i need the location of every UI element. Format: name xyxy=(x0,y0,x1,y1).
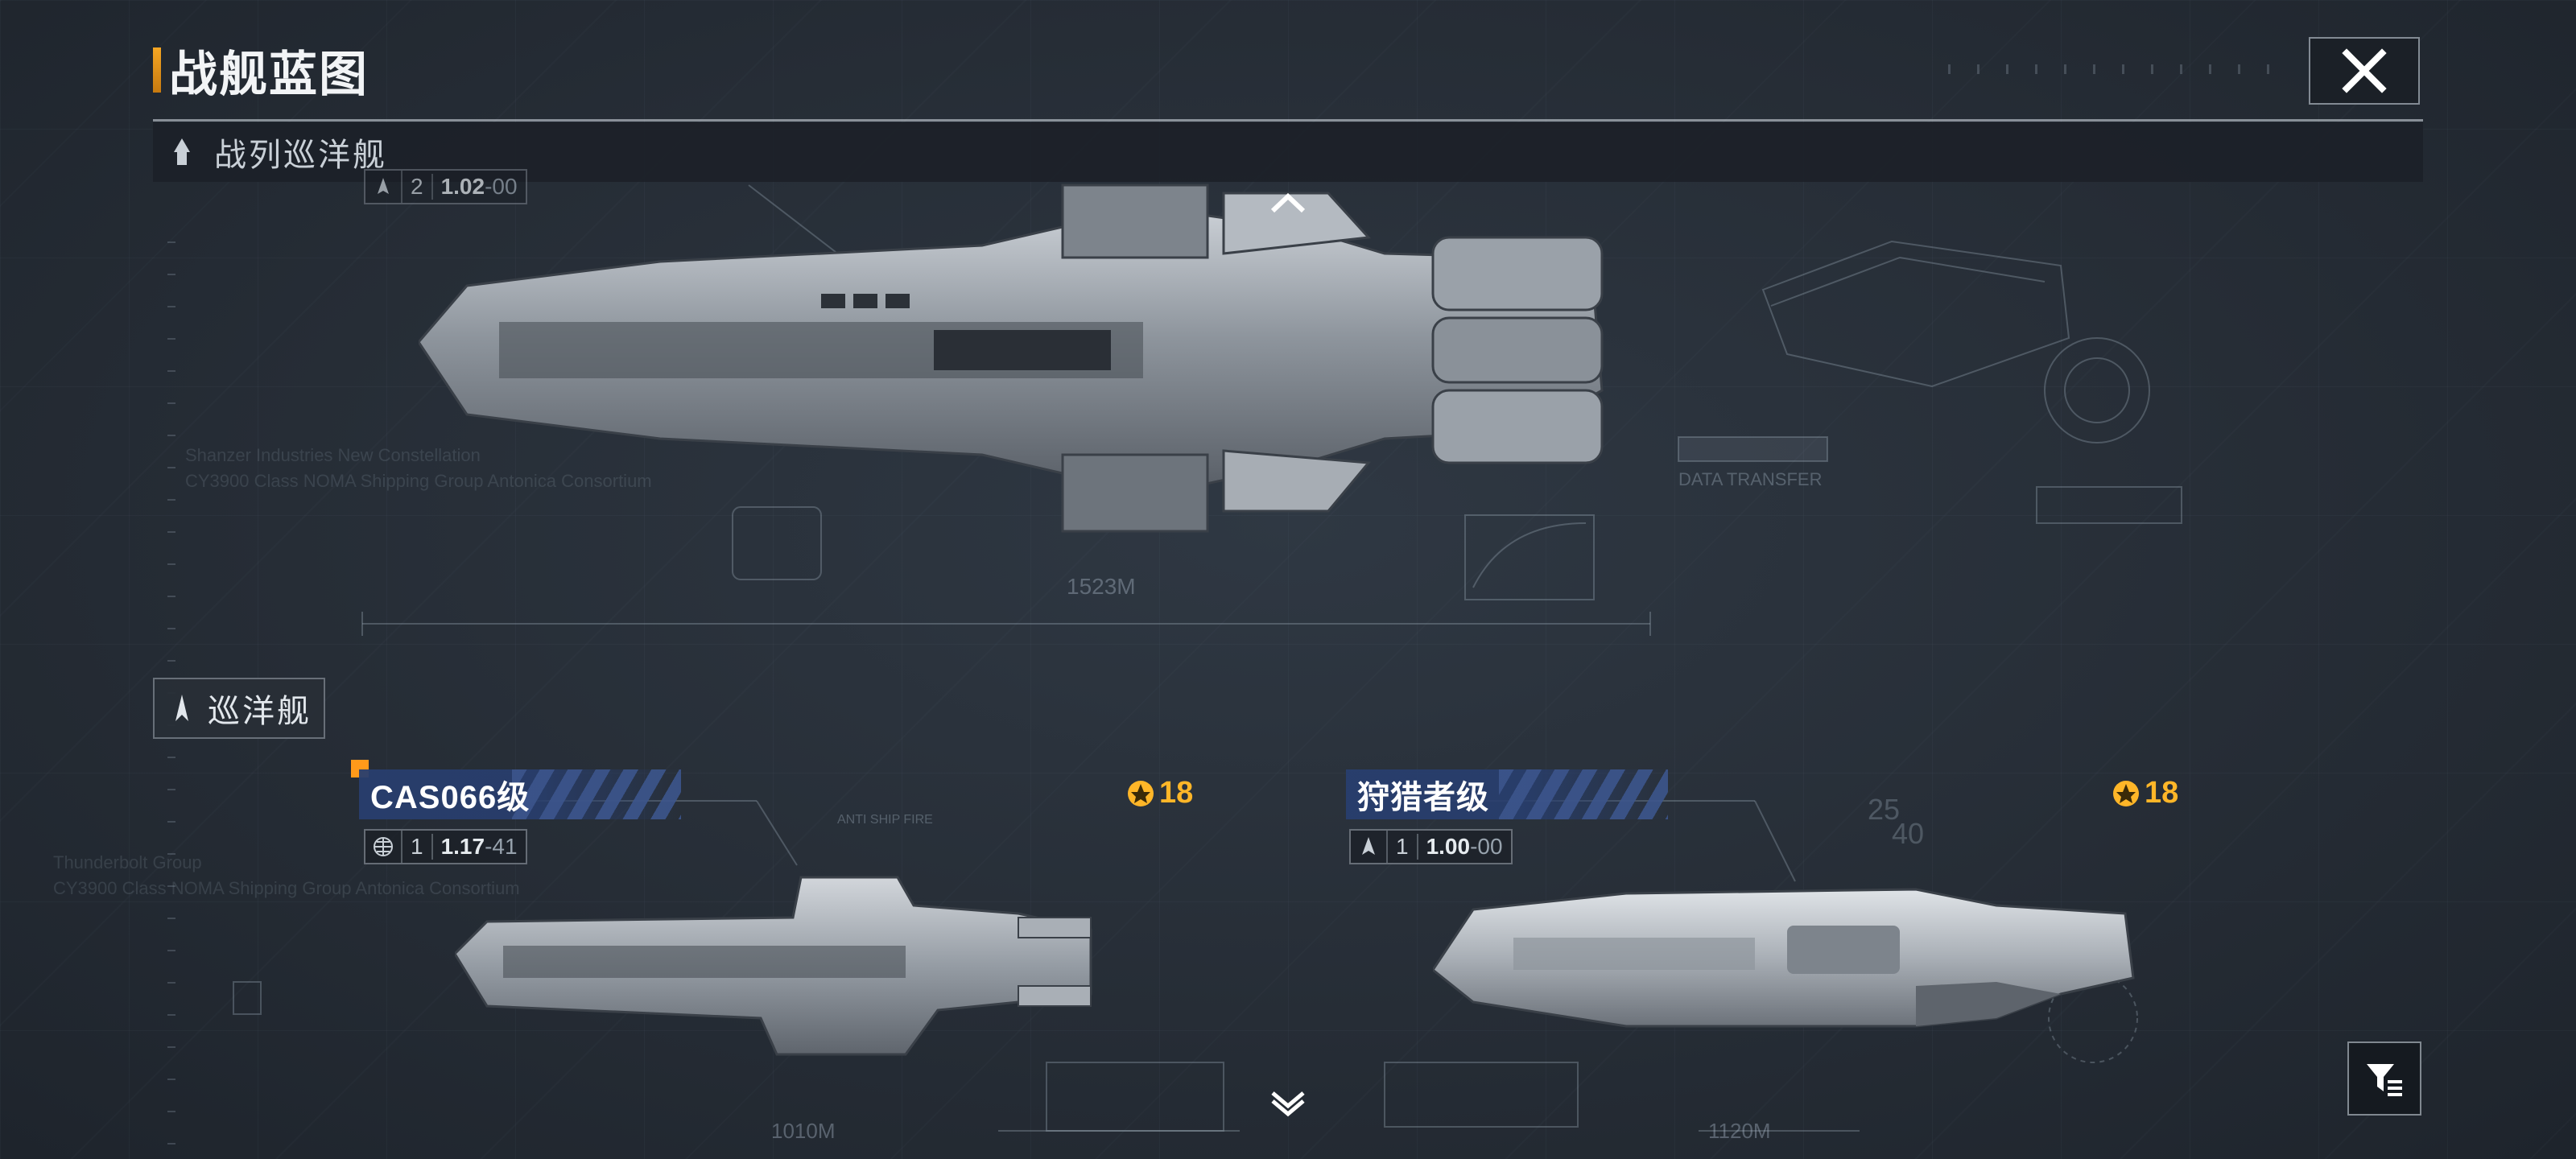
featured-version-major: 1.02 xyxy=(440,174,485,199)
ship-image-hunter[interactable] xyxy=(1433,881,2141,1042)
scale-label-a: 25 xyxy=(1868,793,1901,826)
bg-text-line: Thunderbolt Group xyxy=(53,852,202,872)
ship-image-cas066[interactable] xyxy=(455,873,1099,1074)
version-major: 1.17 xyxy=(440,834,485,859)
category-tab-cruiser[interactable]: 巡洋舰 xyxy=(153,678,325,739)
featured-length: 1523M xyxy=(1067,574,1136,599)
ship-count: 1 xyxy=(402,834,433,860)
ship-stats: 1 1.17-41 xyxy=(364,829,527,864)
ship-version: 1.17-41 xyxy=(433,834,526,860)
ship-name: 狩猎者级 xyxy=(1357,780,1489,815)
ship-stats: 1 1.00-00 xyxy=(1349,829,1513,864)
cruiser-class-icon xyxy=(175,695,188,721)
fighter-icon xyxy=(365,171,402,203)
cas066-length: 1010M xyxy=(771,1119,836,1143)
close-icon xyxy=(2342,48,2387,93)
globe-icon xyxy=(365,831,402,863)
featured-ship-version: 1.02-00 xyxy=(433,174,526,200)
ship-name: CAS066级 xyxy=(370,780,530,815)
hunter-length: 1120M xyxy=(1708,1119,1771,1143)
bg-text-block: Shanzer Industries New Constellation CY3… xyxy=(185,443,652,494)
ship-cost-value: 18 xyxy=(1159,776,1194,810)
category-label: 战列巡洋舰 xyxy=(214,138,387,173)
cost-icon xyxy=(1128,780,1154,806)
ship-count: 1 xyxy=(1388,834,1418,860)
filter-icon xyxy=(2367,1064,2402,1096)
featured-battlecruiser-image[interactable] xyxy=(419,181,1610,543)
header-divider xyxy=(153,119,2423,122)
ship-card-cas066[interactable]: CAS066级 xyxy=(359,769,681,819)
top-tick-marks xyxy=(1948,64,2270,74)
category-label: 巡洋舰 xyxy=(208,694,312,729)
data-transfer-label: DATA TRANSFER xyxy=(1678,469,1823,489)
featured-ship-stats: 2 1.02-00 xyxy=(364,169,527,204)
bg-text-line: CY3900 Class NOMA Shipping Group Antonic… xyxy=(53,878,520,898)
bg-text-line: CY3900 Class NOMA Shipping Group Antonic… xyxy=(185,471,652,491)
title-accent xyxy=(153,47,161,93)
chevron-down-icon[interactable] xyxy=(1268,1087,1308,1119)
filter-button[interactable] xyxy=(2347,1041,2421,1116)
category-header-battlecruiser[interactable]: 战列巡洋舰 xyxy=(153,122,2423,182)
name-bar-stripes xyxy=(512,769,681,819)
bg-text-block: Thunderbolt Group CY3900 Class NOMA Ship… xyxy=(53,850,520,901)
ship-cost: 18 xyxy=(2111,776,2178,810)
featured-version-minor: -00 xyxy=(485,174,518,199)
name-bar-stripes xyxy=(1499,769,1668,819)
ship-card-hunter[interactable]: 狩猎者级 xyxy=(1346,769,1668,819)
close-button[interactable] xyxy=(2309,37,2420,105)
featured-ship-count: 2 xyxy=(402,174,433,200)
ship-version: 1.00-00 xyxy=(1418,834,1511,860)
page-title: 战舰蓝图 xyxy=(169,47,369,101)
cost-icon xyxy=(2113,780,2139,806)
page-header: 战舰蓝图 xyxy=(153,44,369,101)
bg-text-line: Shanzer Industries New Constellation xyxy=(185,445,481,465)
ship-cost-value: 18 xyxy=(2145,776,2179,810)
fighter-icon xyxy=(1351,831,1388,863)
battlecruiser-class-icon xyxy=(174,138,190,165)
scale-label-b: 40 xyxy=(1892,817,1925,850)
version-minor: -41 xyxy=(485,834,518,859)
version-minor: -00 xyxy=(1470,834,1503,859)
ship-cost: 18 xyxy=(1125,776,1193,810)
chevron-up-icon[interactable] xyxy=(1268,187,1308,219)
anti-ship-label: ANTI SHIP FIRE xyxy=(837,813,933,827)
version-major: 1.00 xyxy=(1426,834,1471,859)
